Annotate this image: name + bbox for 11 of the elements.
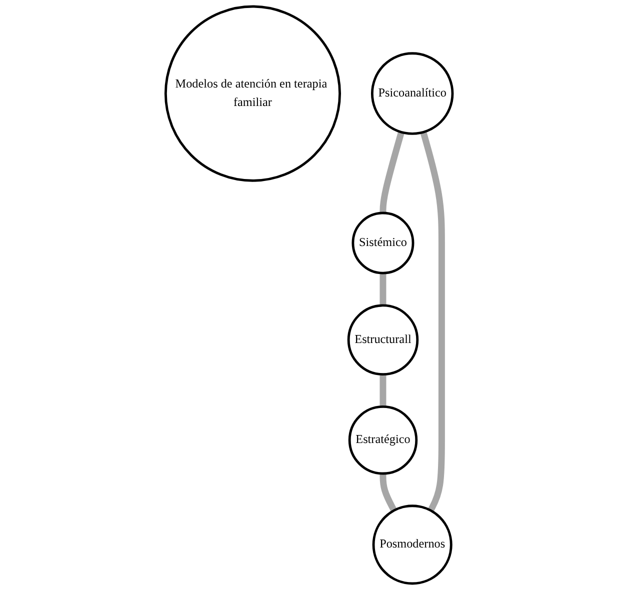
- connector: [380, 272, 387, 306]
- node-circle: Estructurall: [348, 304, 420, 376]
- node-circle: Psicoanalítico: [371, 52, 454, 135]
- connector: [380, 472, 398, 512]
- connector: [380, 131, 405, 214]
- node-circle: Estratégico: [348, 405, 418, 475]
- node-circle: Sistémico: [352, 212, 415, 274]
- connector: [420, 131, 446, 512]
- node-circle: Posmodernos: [372, 504, 453, 585]
- node-circle: Modelos de atención en terapia familiar: [164, 5, 342, 182]
- connector: [380, 374, 387, 408]
